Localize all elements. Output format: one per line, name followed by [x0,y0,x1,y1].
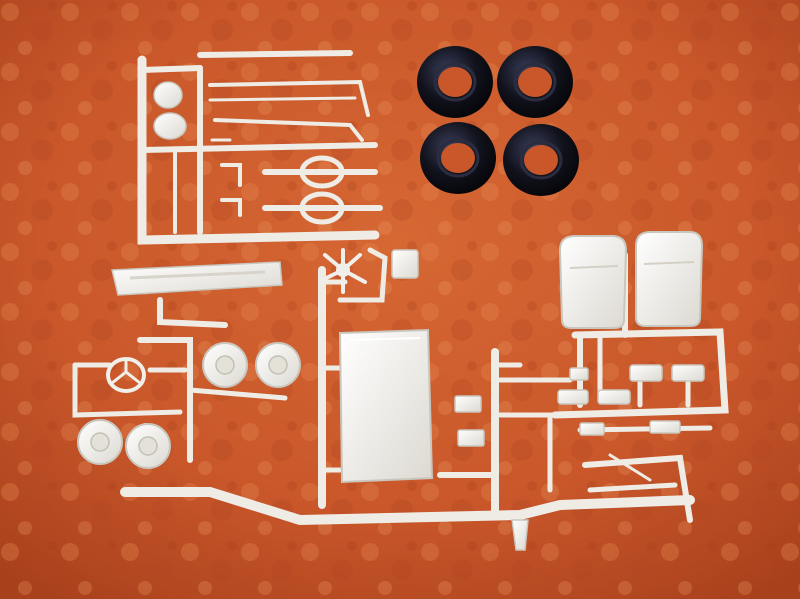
rim-4 [125,423,171,469]
wheel-rims [77,342,301,469]
dashboard-part [111,261,283,296]
seat-left [558,235,628,329]
tire-top-left [417,46,493,118]
exhaust-part [511,519,529,551]
radiator-panel [338,328,434,484]
differential-parts [153,81,187,140]
tire-bottom-left [420,122,496,194]
rim-3 [77,419,123,465]
sprue-frame-top-left [137,50,383,245]
tire-bottom-right [503,124,579,196]
engine-block-part [391,249,419,279]
steering-wheel [106,357,146,393]
rim-2 [255,342,301,388]
bracket-parts [454,395,485,447]
seat-right [635,231,704,327]
tire-set [417,46,579,196]
fan-part [320,248,367,294]
sprue-frame-bottom [72,247,695,526]
small-right-parts [557,364,705,436]
rim-1 [202,342,248,388]
tire-top-right [497,46,573,118]
seat-pair [558,231,704,329]
